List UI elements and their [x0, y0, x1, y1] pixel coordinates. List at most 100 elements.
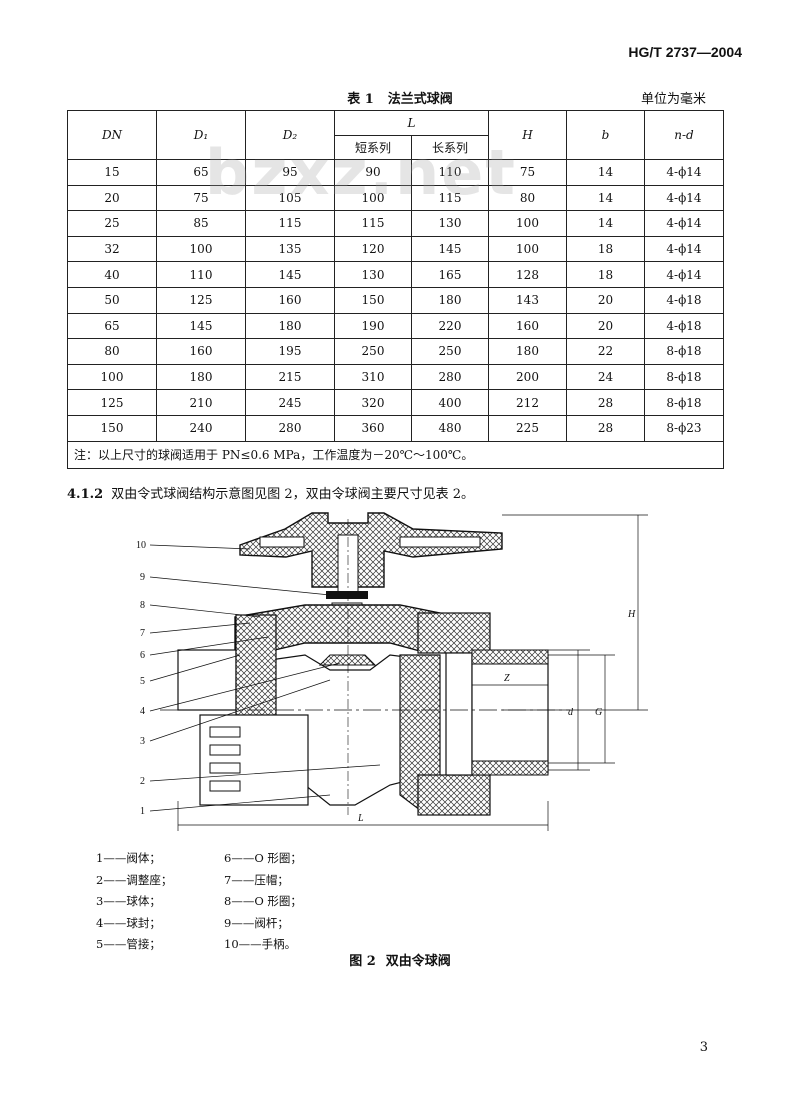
table-cell: 22 [566, 338, 645, 365]
header-nd: n-d [644, 110, 724, 160]
header-b: b [566, 110, 645, 160]
table-cell: 210 [156, 389, 246, 416]
table-cell: 24 [566, 363, 645, 391]
table-cell: 95 [245, 159, 335, 186]
header-short-series: 短系列 [334, 134, 412, 160]
callout-1: 1 [140, 806, 145, 817]
callout-3: 3 [140, 736, 145, 747]
table-cell: 400 [411, 389, 489, 416]
header-h: H [488, 110, 567, 160]
table-cell: 145 [156, 312, 246, 340]
table-cell: 85 [156, 210, 246, 237]
table-cell: 165 [411, 261, 489, 288]
table-cell: 212 [488, 389, 567, 416]
legend-item: 10——手柄。 [224, 937, 297, 951]
dim-z-label: Z [504, 673, 510, 684]
callout-7: 7 [140, 628, 145, 639]
page-number: 3 [699, 1040, 708, 1055]
table-cell: 100 [156, 235, 246, 263]
table-cell: 28 [566, 414, 645, 442]
left-union [177, 614, 309, 806]
table-cell: 180 [245, 312, 335, 340]
table-cell: 32 [67, 235, 157, 263]
table-cell: 100 [488, 210, 567, 237]
callout-8: 8 [140, 600, 145, 611]
table-cell: 360 [334, 414, 412, 442]
table-cell: 115 [245, 210, 335, 237]
table-cell: 4-ϕ14 [644, 184, 724, 212]
table-cell: 18 [566, 235, 645, 263]
table-cell: 100 [67, 363, 157, 391]
callout-4: 4 [140, 706, 145, 717]
table-cell: 240 [156, 414, 246, 442]
table-note: 注：以上尺寸的球阀适用于 PN≤0.6 MPa，工作温度为－20℃～100℃。 [67, 440, 724, 469]
table-cell: 200 [488, 363, 567, 391]
table-cell: 15 [67, 159, 157, 186]
table-cell: 65 [156, 159, 246, 186]
section-number: 4.1.2 [67, 487, 104, 502]
legend-right-column: 6——O 形圈；7——压帽；8——O 形圈；9——阀杆；10——手柄。 [224, 848, 302, 956]
header-d2: D₂ [245, 110, 335, 160]
table-unit: 单位为毫米 [640, 92, 706, 107]
dim-l-label: L [357, 813, 364, 824]
legend-item: 1——阀体； [96, 851, 161, 865]
valve-drawing: 10 9 8 7 6 5 4 3 2 1 H Z d G L [136, 512, 648, 831]
table-cell: 143 [488, 286, 567, 314]
dim-g-label: G [595, 707, 602, 718]
legend-item: 3——球体； [96, 894, 161, 908]
section-text: 双由令式球阀结构示意图见图 2，双由令球阀主要尺寸见表 2。 [111, 487, 475, 502]
table-cell: 160 [245, 286, 335, 314]
figure-caption-number: 图 2 [349, 954, 376, 969]
table-cell: 80 [67, 338, 157, 365]
table-cell: 310 [334, 363, 412, 391]
table-cell: 180 [156, 363, 246, 391]
legend-item: 8——O 形圈； [224, 894, 302, 908]
table-cell: 28 [566, 389, 645, 416]
table-cell: 4-ϕ14 [644, 235, 724, 263]
table-cell: 115 [411, 184, 489, 212]
table-cell: 75 [156, 184, 246, 212]
figure-caption: 图 2 双由令球阀 [0, 950, 800, 969]
table-cell: 8-ϕ23 [644, 414, 724, 442]
figure-caption-title: 双由令球阀 [385, 954, 451, 969]
leader-lines [149, 544, 381, 812]
table-cell: 150 [67, 414, 157, 442]
table-cell: 25 [67, 210, 157, 237]
table-cell: 125 [156, 286, 246, 314]
table-cell: 280 [411, 363, 489, 391]
table-cell: 100 [488, 235, 567, 263]
legend-item: 2——调整座； [96, 872, 173, 887]
right-union [417, 612, 549, 816]
legend-item: 7——压帽； [224, 872, 289, 887]
table-cell: 160 [488, 312, 567, 340]
table-caption-title: 法兰式球阀 [387, 92, 453, 107]
dim-h-label: H [627, 609, 636, 620]
table-cell: 320 [334, 389, 412, 416]
table-cell: 4-ϕ18 [644, 312, 724, 340]
table-cell: 110 [156, 261, 246, 288]
table-cell: 18 [566, 261, 645, 288]
table-cell: 20 [566, 312, 645, 340]
table-cell: 8-ϕ18 [644, 389, 724, 416]
table-cell: 40 [67, 261, 157, 288]
table-cell: 120 [334, 235, 412, 263]
table-cell: 130 [411, 210, 489, 237]
table-cell: 115 [334, 210, 412, 237]
header-dn: DN [67, 110, 157, 160]
table-cell: 125 [67, 389, 157, 416]
table-cell: 14 [566, 184, 645, 212]
table-cell: 145 [411, 235, 489, 263]
header-d1: D₁ [156, 110, 246, 160]
table-cell: 135 [245, 235, 335, 263]
callout-6: 6 [140, 650, 145, 661]
